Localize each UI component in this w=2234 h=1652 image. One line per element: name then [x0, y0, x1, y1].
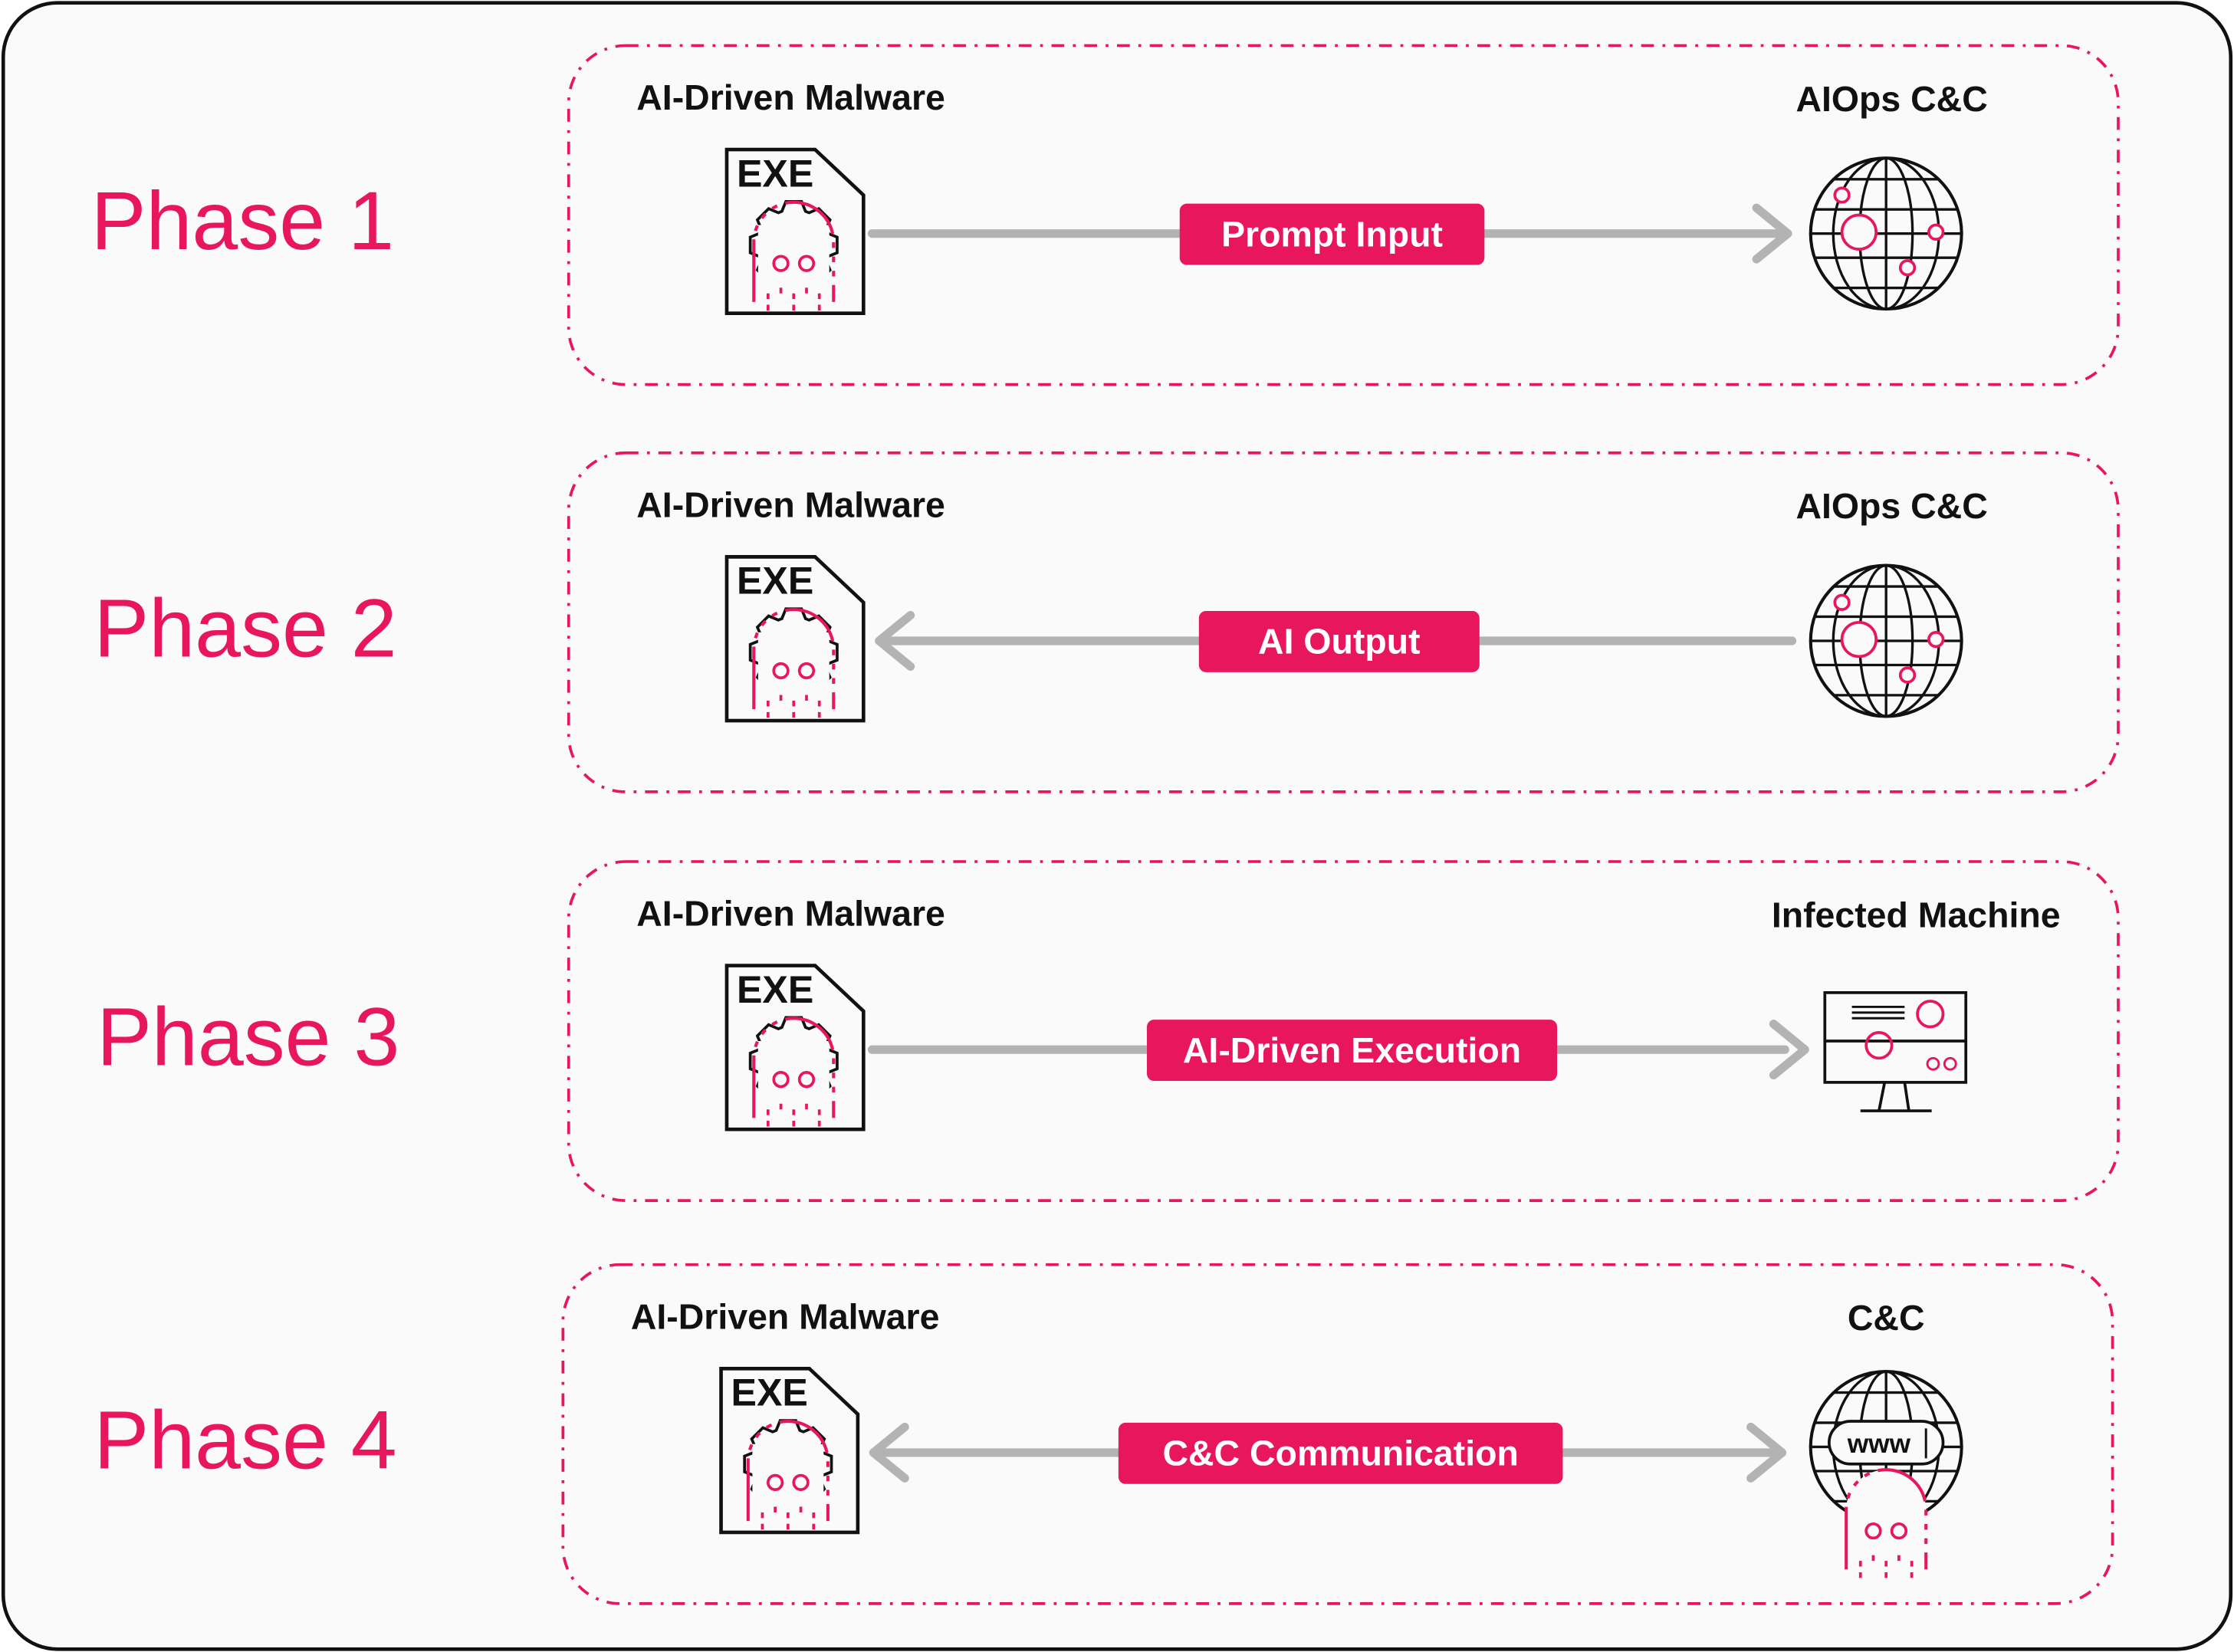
exe-ghost-icon: EXE	[724, 555, 866, 723]
phase-row: Phase 4 AI-Driven Malware C&C EXE C&C Commun…	[94, 1263, 2114, 1605]
www-label: www	[1847, 1429, 1911, 1459]
action-label-pill: Prompt Input	[1179, 203, 1485, 265]
source-label: AI-Driven Malware	[631, 1296, 940, 1336]
source-label: AI-Driven Malware	[636, 77, 945, 117]
target-label: C&C	[1848, 1298, 1925, 1338]
arrowhead-icon	[1746, 1422, 1787, 1483]
monitor-icon	[1823, 991, 1968, 1112]
phase-box	[567, 451, 2120, 793]
phase-title: Phase 2	[94, 581, 396, 674]
action-label: Prompt Input	[1221, 214, 1443, 254]
arrowhead-icon	[1752, 203, 1792, 264]
exe-ghost-icon: EXE	[724, 147, 866, 316]
arrowhead-icon	[875, 610, 915, 672]
globe-icon	[1809, 156, 1963, 311]
www-globe-ghost-icon: www	[1809, 1369, 1963, 1578]
phase-box	[567, 44, 2120, 386]
exe-ghost-icon: EXE	[724, 964, 866, 1131]
exe-label: EXE	[731, 1371, 808, 1414]
exe-label: EXE	[737, 968, 813, 1011]
phase-title: Phase 4	[94, 1393, 396, 1486]
target-label: Infected Machine	[1772, 895, 2061, 934]
exe-label: EXE	[737, 152, 813, 195]
action-label-pill: AI Output	[1198, 610, 1480, 672]
phase-box	[561, 1263, 2114, 1605]
target-label: AIOps C&C	[1795, 486, 1987, 526]
action-label: AI Output	[1258, 622, 1421, 662]
phase-row: Phase 3 AI-Driven Malware Infected Machine…	[97, 860, 2120, 1202]
action-label: C&C Communication	[1162, 1434, 1518, 1473]
source-label: AI-Driven Malware	[636, 894, 945, 934]
action-label-pill: AI-Driven Execution	[1147, 1020, 1558, 1082]
phase-title: Phase 1	[91, 174, 394, 267]
action-label: AI-Driven Execution	[1183, 1030, 1521, 1070]
action-label-pill: C&C Communication	[1118, 1422, 1563, 1484]
exe-ghost-icon: EXE	[719, 1366, 860, 1535]
phase-row: Phase 1 AI-Driven Malware AIOps C&C EXE Prom…	[91, 44, 2120, 386]
exe-label: EXE	[737, 560, 813, 603]
arrowhead-icon	[869, 1422, 909, 1483]
source-label: AI-Driven Malware	[636, 484, 945, 524]
phase-title: Phase 3	[97, 990, 399, 1083]
phase-row: Phase 2 AI-Driven Malware AIOps C&C EXE AI O…	[94, 451, 2120, 793]
globe-icon	[1809, 563, 1963, 718]
phase-box	[567, 860, 2120, 1202]
arrowhead-icon	[1769, 1020, 1809, 1080]
target-label: AIOps C&C	[1795, 79, 1987, 119]
